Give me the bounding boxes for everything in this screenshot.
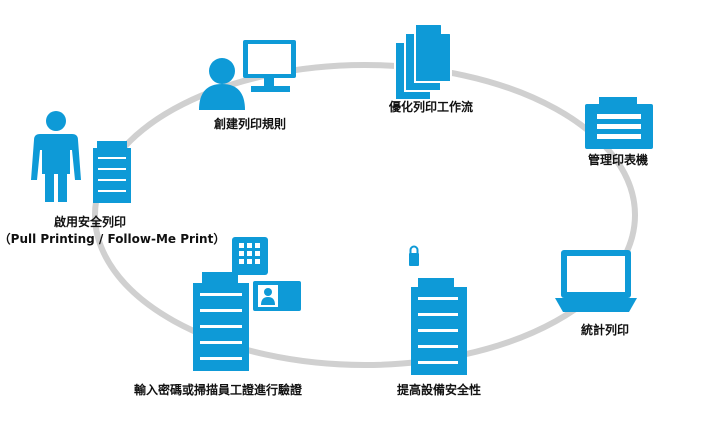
printer-icon [585, 97, 653, 149]
user-at-computer-icon [199, 40, 296, 110]
label-security: 提高設備安全性 [396, 383, 482, 397]
person-at-printer-icon [31, 111, 131, 203]
label-secure-print: 啟用安全列印 [53, 215, 127, 229]
label-statistics: 統計列印 [580, 323, 630, 337]
label-secure-print-sub: （Pull Printing / Follow-Me Print） [0, 232, 226, 246]
label-optimize-workflow: 優化列印工作流 [388, 100, 474, 114]
label-manage-printers: 管理印表機 [587, 153, 649, 167]
label-create-rules: 創建列印規則 [213, 117, 287, 131]
mfp-with-keypad-and-badge-icon [193, 237, 303, 371]
document-stack-icon [394, 23, 452, 101]
laptop-icon [555, 250, 637, 312]
label-authenticate: 輸入密碼或掃描員工證進行驗證 [133, 383, 303, 397]
secure-mfp-icon [409, 245, 467, 375]
workflow-cycle-ring [92, 62, 638, 368]
